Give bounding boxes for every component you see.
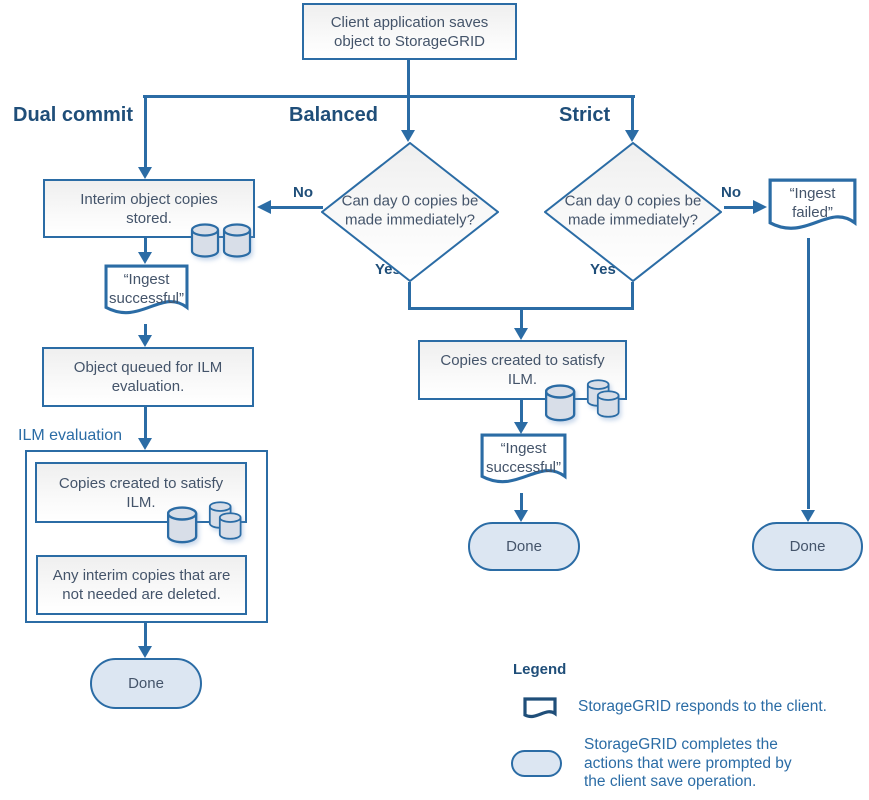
document-icon	[523, 697, 557, 718]
ingest-failed-doc: “Ingest failed”	[768, 178, 857, 242]
storage-cylinders-icon	[190, 223, 252, 258]
arrowhead-into-success-doc-center	[514, 422, 528, 434]
copies-created-node-center: Copies created to satisfy ILM.	[418, 340, 627, 400]
diamond-shape	[544, 142, 722, 282]
ilm-evaluation-label: ILM evaluation	[18, 427, 123, 444]
done-terminator-right: Done	[752, 522, 863, 571]
interim-deleted-node: Any interim copies that are not needed a…	[36, 555, 247, 615]
connector-balanced-drop	[407, 95, 410, 130]
heading-balanced: Balanced	[289, 104, 378, 126]
connector-queued-to-container	[144, 407, 147, 438]
connector-main-split	[143, 95, 635, 98]
label-strict-yes: Yes	[590, 261, 616, 278]
connector-copies-to-doc-center	[520, 400, 523, 422]
connector-dualcommit-drop	[144, 95, 147, 167]
arrowhead-into-done-left	[138, 646, 152, 658]
connector-balanced-yes	[408, 282, 411, 308]
arrowhead-into-success-doc-left	[138, 252, 152, 264]
strict-decision-diamond: Can day 0 copies be made immediately?	[544, 142, 722, 282]
balanced-decision-diamond: Can day 0 copies be made immediately?	[321, 142, 499, 282]
arrowhead-strict-no	[753, 200, 767, 214]
connector-balanced-no	[271, 206, 323, 209]
heading-strict: Strict	[559, 104, 611, 126]
connector-container-to-done	[144, 623, 147, 646]
label-balanced-no: No	[293, 184, 313, 201]
arrowhead-into-strict-diamond	[625, 130, 639, 142]
arrowhead-into-interim	[138, 167, 152, 179]
document-shape	[480, 433, 567, 484]
capsule-icon	[511, 750, 562, 777]
interim-stored-node: Interim object copies stored.	[43, 179, 255, 238]
done-terminator-left: Done	[90, 658, 202, 709]
storage-cylinders-icon	[167, 501, 242, 544]
connector-doc-to-queued	[144, 324, 147, 335]
document-shape	[768, 178, 857, 230]
connector-join-to-copies	[520, 307, 523, 328]
diamond-shape	[321, 142, 499, 282]
document-shape	[104, 264, 189, 315]
connector-strict-drop	[631, 95, 634, 130]
storage-cylinders-icon	[545, 379, 620, 422]
legend-item-capsule-text: StorageGRID completes the actions that w…	[584, 736, 792, 790]
arrowhead-into-done-center	[514, 510, 528, 522]
arrowhead-into-done-right	[801, 510, 815, 522]
arrowhead-into-queued	[138, 335, 152, 347]
label-strict-no: No	[721, 184, 741, 201]
arrowhead-balanced-no	[257, 200, 271, 214]
arrowhead-into-copies-center	[514, 328, 528, 340]
arrowhead-into-ilm-container	[138, 438, 152, 450]
connector-interim-to-doc	[144, 238, 147, 252]
ingest-successful-doc-left: “Ingest successful”	[104, 264, 189, 326]
arrowhead-into-balanced-diamond	[401, 130, 415, 142]
connector-strict-no	[724, 206, 754, 209]
connector-strict-yes	[631, 282, 634, 308]
connector-start-trunk	[407, 60, 410, 97]
legend-title: Legend	[513, 661, 567, 678]
legend-item-document-text: StorageGRID responds to the client.	[578, 698, 827, 715]
connector-doc-to-done-center	[520, 493, 523, 510]
done-terminator-center: Done	[468, 522, 580, 571]
ingest-successful-doc-center: “Ingest successful”	[480, 433, 567, 495]
object-queued-node: Object queued for ILM evaluation.	[42, 347, 254, 407]
connector-failed-to-done-right	[807, 238, 810, 509]
start-node: Client application saves object to Stora…	[302, 3, 517, 60]
heading-dual-commit: Dual commit	[13, 104, 134, 126]
